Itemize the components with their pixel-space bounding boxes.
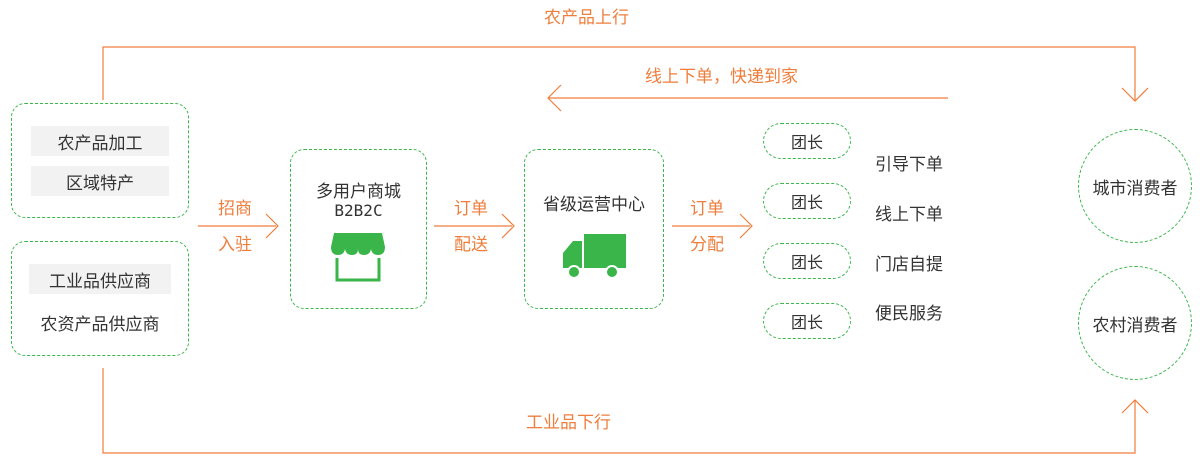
upward-flow-arrowhead xyxy=(1121,87,1149,102)
leader-action: 便民服务 xyxy=(875,304,943,324)
mall-box xyxy=(290,149,427,309)
leader-action: 线上下单 xyxy=(875,205,943,225)
agri-supplier-box xyxy=(11,103,189,218)
dispatch-arrowhead xyxy=(739,213,753,239)
step-label: 订单 xyxy=(454,199,488,219)
return-flow-arrowhead xyxy=(547,84,562,112)
step-label: 配送 xyxy=(454,235,488,255)
delivery-arrowhead xyxy=(501,213,515,239)
step-label: 招商 xyxy=(218,199,252,219)
storefront-icon xyxy=(331,233,385,282)
operation-center-title: 省级运营中心 xyxy=(543,195,645,215)
supplier-tag: 区域特产 xyxy=(31,166,169,196)
delivery-truck-icon xyxy=(563,234,626,279)
step-label: 入驻 xyxy=(218,235,252,255)
upward-flow-line xyxy=(102,46,1136,100)
downward-flow-line xyxy=(102,368,1136,454)
step-label: 订单 xyxy=(690,199,724,219)
leader-pill: 团长 xyxy=(763,303,851,339)
mall-title: 多用户商城 xyxy=(316,182,401,202)
industrial-supplier-box xyxy=(11,241,189,356)
downward-flow-arrowhead xyxy=(1121,399,1149,414)
return-flow-label: 线上下单，快递到家 xyxy=(645,67,798,87)
supplier-text: 农资产品供应商 xyxy=(40,315,160,335)
recruit-arrowhead xyxy=(265,213,279,239)
city-consumer-node: 城市消费者 xyxy=(1078,129,1192,243)
leader-pill: 团长 xyxy=(763,243,851,279)
leader-pill: 团长 xyxy=(763,123,851,159)
leader-action: 门店自提 xyxy=(875,255,943,275)
operation-center-box xyxy=(524,149,664,309)
supplier-tag: 工业品供应商 xyxy=(29,264,171,294)
leader-action: 引导下单 xyxy=(875,155,943,175)
leader-pill: 团长 xyxy=(763,183,851,219)
top-flow-label: 农产品上行 xyxy=(544,8,629,28)
rural-consumer-node: 农村消费者 xyxy=(1078,266,1192,380)
supplier-tag: 农产品加工 xyxy=(31,126,169,156)
bottom-flow-label: 工业品下行 xyxy=(526,413,611,433)
mall-subtitle: B2B2C xyxy=(334,201,383,220)
step-label: 分配 xyxy=(690,235,724,255)
